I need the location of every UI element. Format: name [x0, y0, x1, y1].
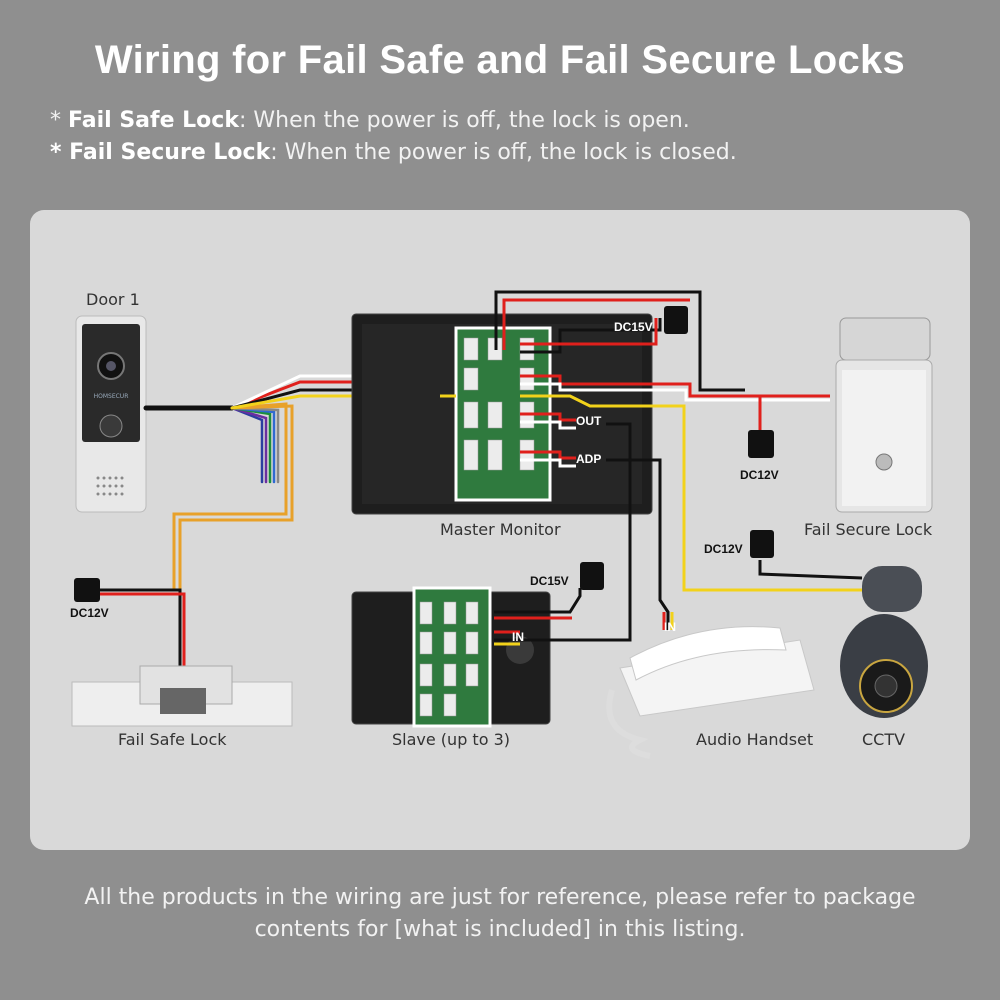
door-station: HOMSECUR — [75, 315, 147, 513]
master-monitor-label: Master Monitor — [440, 520, 561, 539]
fail-secure-lock-label: Fail Secure Lock — [804, 520, 933, 539]
fail-secure-note: * Fail Secure Lock: When the power is of… — [50, 140, 737, 165]
latch-icon — [160, 688, 206, 714]
note-text: : When the power is off, the lock is ope… — [238, 108, 690, 133]
fail-safe-lock — [71, 665, 293, 727]
note-term: Fail Secure Lock — [69, 140, 271, 165]
slave-psu-icon — [580, 562, 604, 590]
fail-safe-lock-label: Fail Safe Lock — [118, 730, 227, 749]
note-prefix: * — [50, 108, 68, 133]
master-monitor — [351, 313, 653, 515]
disclaimer-text: All the products in the wiring are just … — [84, 885, 916, 942]
master-psu-icon — [664, 306, 688, 334]
slave-in-connector-label: IN — [512, 630, 524, 644]
master-wires — [90, 290, 863, 666]
page-title: Wiring for Fail Safe and Fail Secure Loc… — [94, 38, 906, 82]
door-station-label: Door 1 — [86, 290, 140, 309]
safe-lock-psu-label: DC12V — [70, 606, 109, 620]
slave-monitor-label: Slave (up to 3) — [392, 730, 510, 749]
cctv-psu-label: DC12V — [704, 542, 743, 556]
cctv-psu-icon — [750, 530, 774, 558]
secure-lock-psu-label: DC12V — [740, 468, 779, 482]
fail-secure-lock — [835, 317, 933, 513]
coiled-cord-icon — [606, 689, 651, 759]
cctv-label: CCTV — [862, 730, 906, 749]
note-text: : When the power is off, the lock is clo… — [270, 140, 737, 165]
call-button-icon — [99, 414, 123, 438]
fail-safe-note: * Fail Safe Lock: When the power is off,… — [50, 108, 690, 133]
out-connector-label: OUT — [576, 414, 602, 428]
slave-monitor — [351, 586, 551, 728]
speaker-grille-icon — [96, 476, 124, 496]
master-psu-label: DC15V — [614, 320, 653, 334]
secure-lock-psu-icon — [748, 430, 774, 458]
handset-in-connector-label: IN — [664, 620, 676, 634]
key-cylinder-icon — [875, 453, 893, 471]
adp-connector-label: ADP — [576, 452, 602, 466]
note-prefix: * — [50, 140, 70, 165]
power-supply-icons — [74, 306, 774, 602]
brand-text: HOMSECUR — [94, 393, 129, 400]
audio-handset — [606, 626, 815, 759]
note-term: Fail Safe Lock — [68, 108, 239, 133]
cctv-camera — [840, 566, 928, 718]
audio-handset-label: Audio Handset — [696, 730, 814, 749]
safe-lock-psu-icon — [74, 578, 100, 602]
camera-lens-icon — [874, 674, 898, 698]
slave-psu-label: DC15V — [530, 574, 569, 588]
